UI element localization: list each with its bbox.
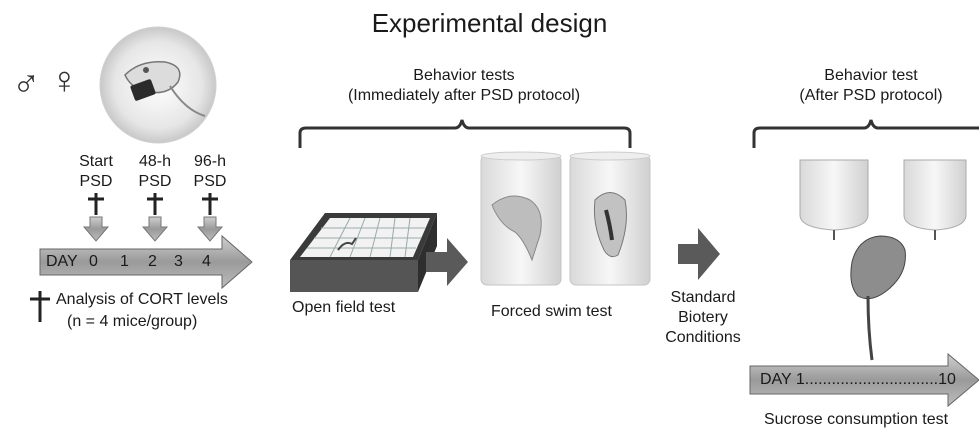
psd-mouse-illustration bbox=[99, 26, 217, 144]
behavior-tests-brace bbox=[298, 119, 632, 148]
day-label: DAY bbox=[46, 253, 78, 270]
standard-conditions-label: Standard Biotery Conditions bbox=[665, 289, 741, 346]
diagram-title: Experimental design bbox=[371, 8, 608, 38]
marker-48h-label: 48-h PSD bbox=[138, 153, 172, 190]
day-1: 1 bbox=[120, 253, 129, 270]
forced-swim-label: Forced swim test bbox=[491, 303, 612, 320]
open-field-label: Open field test bbox=[292, 299, 396, 316]
sucrose-test-label: Sucrose consumption test bbox=[764, 411, 949, 428]
marker-start-label: Start PSD bbox=[79, 153, 113, 190]
cort-legend-line2: (n = 4 mice/group) bbox=[67, 313, 198, 330]
day-timeline-arrow bbox=[39, 234, 253, 290]
psd-time-markers bbox=[82, 193, 224, 242]
day-2: 2 bbox=[148, 253, 157, 270]
open-field-box-illustration bbox=[290, 213, 437, 292]
marker-96h-label: 96-h PSD bbox=[193, 153, 227, 190]
cort-legend-line1: Analysis of CORT levels bbox=[56, 291, 228, 308]
cort-cross-icon bbox=[30, 291, 50, 322]
day-4: 4 bbox=[202, 253, 211, 270]
behavior-test-brace bbox=[752, 119, 979, 148]
behavior-test-header: Behavior test (After PSD protocol) bbox=[799, 67, 943, 104]
day-3: 3 bbox=[174, 253, 183, 270]
open-field-to-swim-arrow bbox=[426, 238, 468, 286]
to-standard-conditions-arrow bbox=[678, 228, 720, 280]
female-symbol-icon: ♀ bbox=[50, 60, 79, 102]
sucrose-bottles-illustration bbox=[799, 159, 967, 361]
sucrose-timeline-arrow bbox=[749, 352, 979, 408]
day-0: 0 bbox=[89, 253, 98, 270]
behavior-tests-header: Behavior tests (Immediately after PSD pr… bbox=[347, 67, 581, 104]
sucrose-timeline-label: DAY 1..............................10 bbox=[760, 371, 956, 388]
forced-swim-cylinders-illustration bbox=[480, 151, 651, 286]
male-symbol-icon: ♂ bbox=[12, 62, 41, 104]
